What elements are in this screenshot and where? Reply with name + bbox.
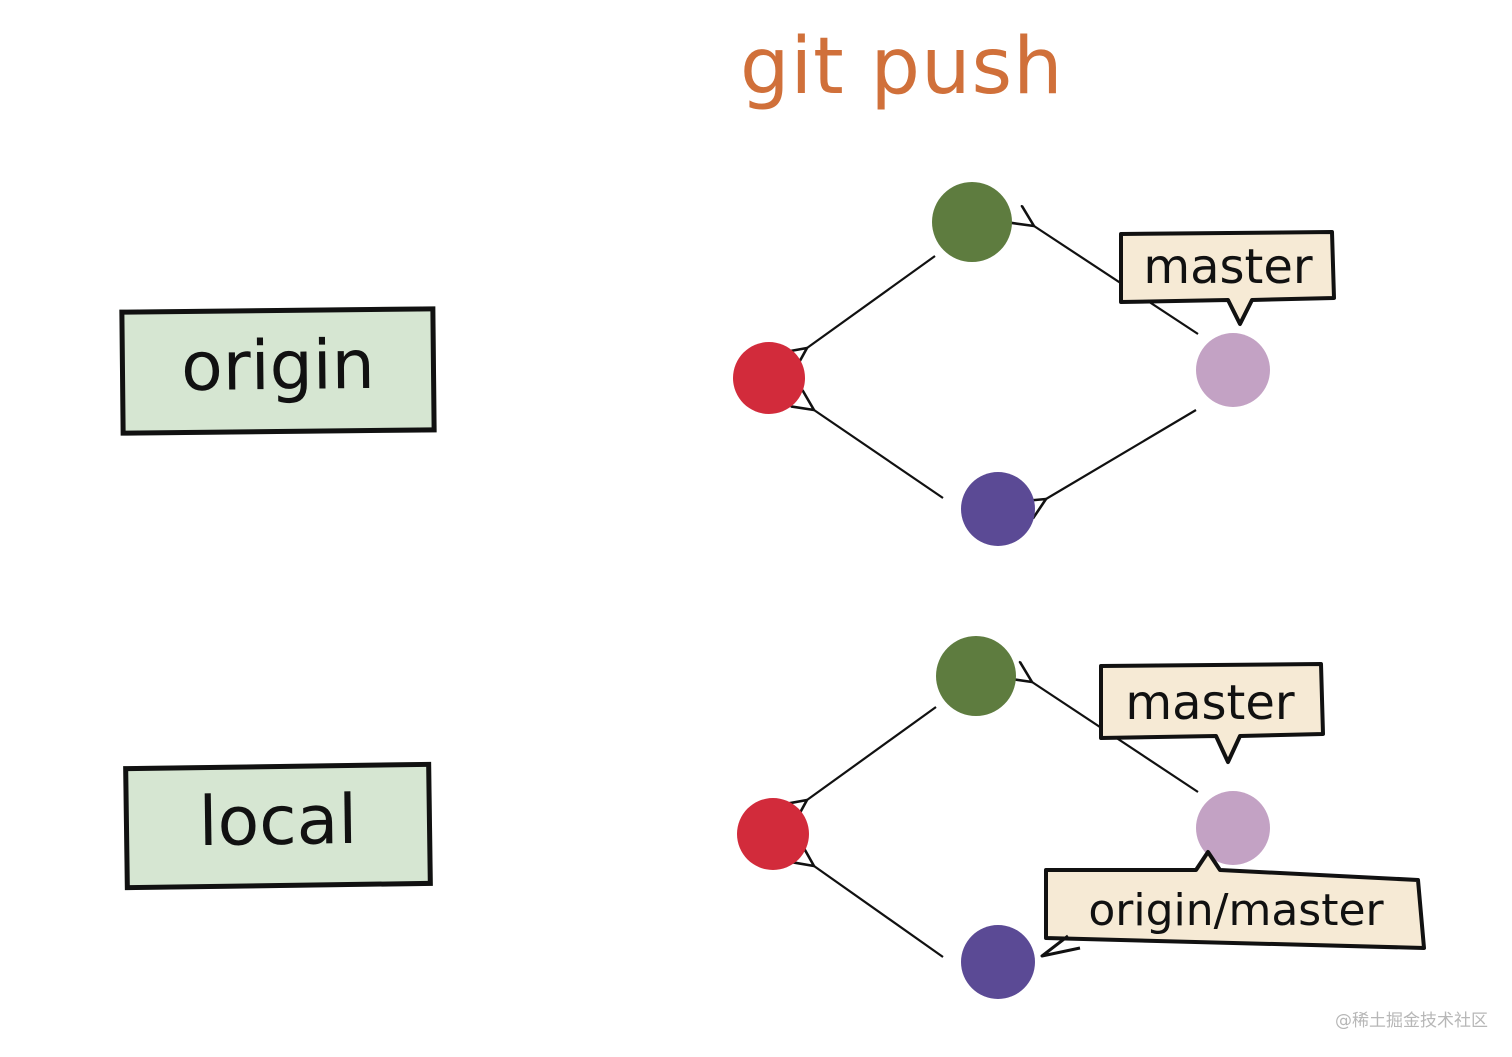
local-origin-master-label-callout — [1044, 850, 1426, 950]
local-master-label-text: master — [1125, 675, 1295, 731]
local-edge-purple-to-red — [814, 866, 944, 958]
origin-edge-lavender-to-purple — [1046, 409, 1197, 499]
origin-edge-purple-to-red — [814, 410, 944, 499]
origin-master-label: master — [1119, 230, 1336, 326]
origin-master-label-callout — [1119, 230, 1336, 326]
local-origin-master-label-pointer — [1040, 934, 1081, 958]
origin-commit-red — [733, 342, 805, 414]
origin-commit-lavender — [1196, 333, 1270, 407]
watermark: @稀土掘金技术社区 — [1335, 1011, 1488, 1031]
local-commit-green — [936, 636, 1016, 716]
diagram-title: git push — [740, 22, 1064, 112]
origin-commit-green — [932, 182, 1012, 262]
local-commit-red — [737, 798, 809, 870]
local-master-label-callout — [1099, 662, 1325, 764]
local-master-label: master — [1099, 662, 1325, 764]
origin-edge-green-to-red — [807, 255, 936, 348]
local-origin-master-label: origin/master — [1040, 850, 1426, 958]
origin-master-label-text: master — [1143, 239, 1313, 295]
origin-commit-purple — [961, 472, 1035, 546]
local-origin-master-label-text: origin/master — [1088, 885, 1384, 936]
local-commit-purple — [961, 925, 1035, 999]
local-edge-green-to-red — [807, 706, 937, 800]
origin-commit-graph: master — [733, 182, 1336, 546]
local-commit-graph: master origin/master — [737, 636, 1426, 999]
local-commit-lavender — [1196, 791, 1270, 865]
origin-edge-lavender-to-green — [1034, 226, 1199, 335]
